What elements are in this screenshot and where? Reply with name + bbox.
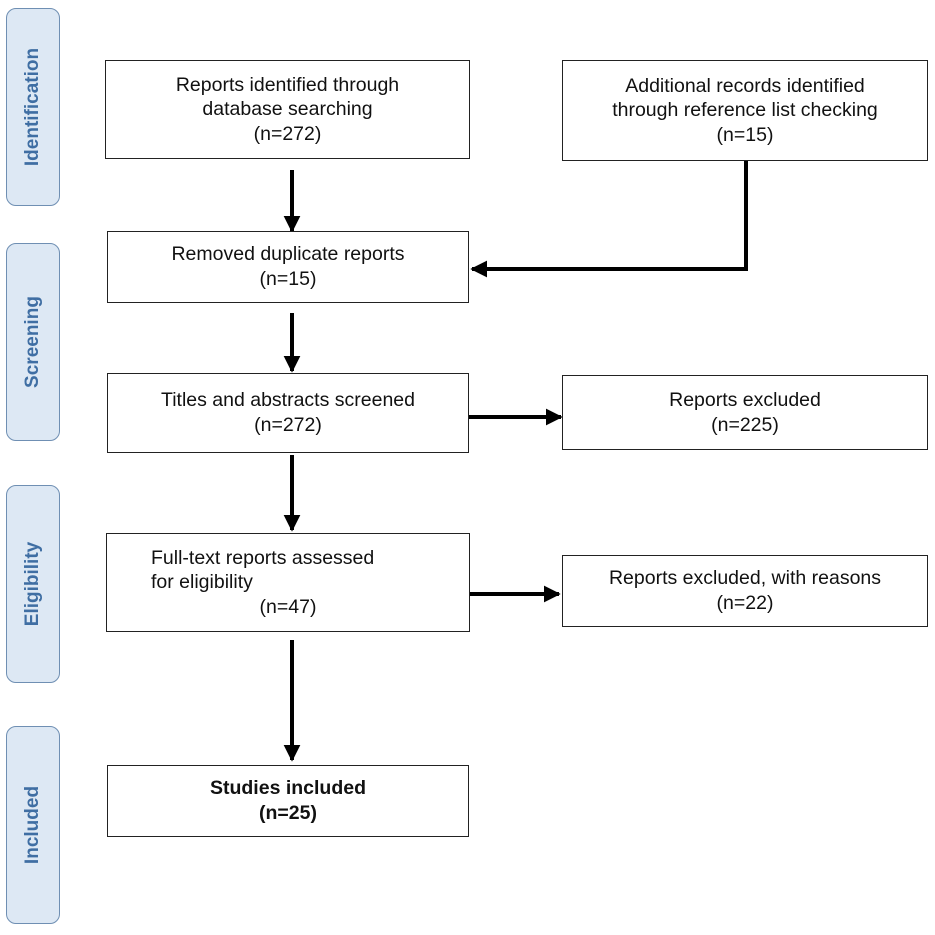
fulltext-line-3: (n=47) [259,595,317,618]
reference-list-box: Additional records identified through re… [562,60,928,161]
duplicates-line-1: Removed duplicate reports [171,243,405,266]
excluded-line-2: (n=225) [711,413,779,436]
fulltext-line-2: for eligibility [151,571,253,594]
fulltext-line-1: Full-text reports assessed [151,546,375,569]
reference-list-line-1: Additional records identified [625,74,865,97]
duplicates-line-2: (n=15) [259,268,317,290]
fulltext-box: Full-text reports assessed for eligibili… [106,533,470,632]
stage-eligibility: Eligibility [6,485,60,683]
excluded-line-1: Reports excluded [669,388,821,411]
reference-list-line-3: (n=15) [716,123,774,146]
included-line-2: (n=25) [259,802,317,824]
database-search-line-1: Reports identified through [175,73,400,96]
database-search-line-2: database searching [202,98,373,121]
included-box: Studies included (n=25) [107,765,469,837]
excluded-reasons-line-2: (n=22) [716,592,774,614]
screened-line-2: (n=272) [254,414,322,436]
database-search-box: Reports identified through database sear… [105,60,470,159]
database-search-line-3: (n=272) [253,122,322,145]
duplicates-box: Removed duplicate reports (n=15) [107,231,469,303]
included-line-1: Studies included [209,777,367,800]
excluded-box: Reports excluded (n=225) [562,375,928,450]
excluded-reasons-line-1: Reports excluded, with reasons [608,567,882,590]
excluded-reasons-box: Reports excluded, with reasons (n=22) [562,555,928,627]
stage-identification: Identification [6,8,60,206]
stage-included: Included [6,726,60,924]
screened-line-1: Titles and abstracts screened [161,389,415,412]
screened-box: Titles and abstracts screened (n=272) [107,373,469,453]
reference-list-line-2: through reference list checking [612,99,878,122]
arrow-reference-to-duplicates [470,160,748,278]
stage-screening: Screening [6,243,60,441]
